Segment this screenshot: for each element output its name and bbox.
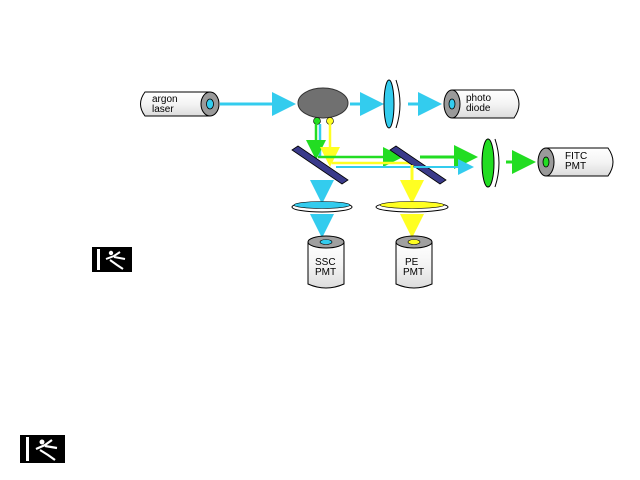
pe-pmt: PE PMT bbox=[395, 235, 433, 289]
fitc-label-line1: FITC bbox=[565, 151, 587, 162]
ssc-label-line2: PMT bbox=[315, 267, 336, 278]
fitc-pmt: FITC PMT bbox=[537, 147, 614, 177]
photodiode: photo diode bbox=[443, 89, 520, 119]
pe-label-line1: PE bbox=[405, 257, 419, 268]
laser-label-line2: laser bbox=[152, 104, 174, 115]
fitc-label-line2: PMT bbox=[565, 161, 586, 172]
photodiode-label-line2: diode bbox=[466, 103, 491, 114]
laser-label-line1: argon bbox=[152, 94, 178, 105]
ssc-filter bbox=[291, 201, 353, 213]
forward-lens bbox=[383, 79, 401, 129]
ssc-pmt: SSC PMT bbox=[307, 235, 345, 289]
flow-cytometer-figure-icon[interactable] bbox=[92, 247, 132, 272]
ssc-label-line1: SSC bbox=[315, 257, 336, 268]
dichroic-mirror-2 bbox=[389, 145, 447, 185]
fitc-lens bbox=[481, 138, 500, 188]
pe-label-line2: PMT bbox=[403, 267, 424, 278]
pe-filter bbox=[375, 201, 449, 213]
dichroic-mirror-1 bbox=[291, 145, 349, 185]
photodiode-label-line1: photo bbox=[466, 93, 491, 104]
argon-laser: argon laser bbox=[140, 91, 220, 117]
flow-cytometer-figure-icon-large[interactable] bbox=[20, 435, 65, 463]
flow-cell bbox=[297, 87, 349, 125]
